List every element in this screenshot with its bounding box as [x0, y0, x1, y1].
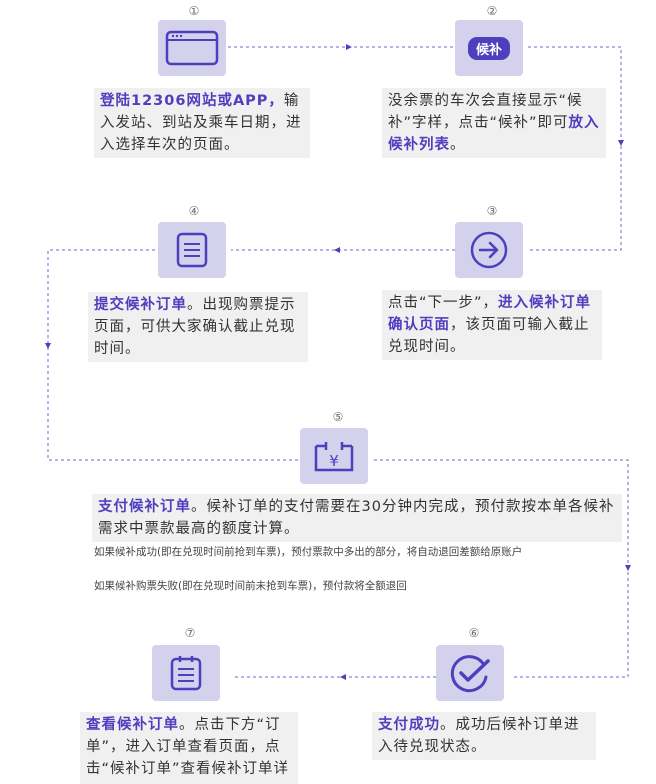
step6-body: 。成功后候补订单进入待兑现状态。 — [378, 717, 580, 755]
step4-number: ④ — [188, 204, 200, 218]
check-circle-icon — [450, 655, 490, 693]
step5-note-failure: 如果候补购票失败(即在兑现时间前未抢到车票)，预付款将全额退回 — [94, 580, 407, 592]
step1-body: 输入发站、到站及乘车日期，进入选择车次的页面。 — [100, 93, 302, 153]
step5-text: 支付候补订单。候补订单的支付需要在30分钟内完成，预付款按本单各候补需求中票款最… — [92, 494, 622, 542]
step4-icon-box — [158, 222, 226, 278]
step2-number: ② — [486, 4, 498, 18]
step6-number: ⑥ — [468, 626, 480, 640]
step7-number: ⑦ — [184, 626, 196, 640]
step4-highlight: 提交候补订单 — [94, 297, 187, 313]
step2-icon-box: 候补 — [455, 20, 523, 76]
waitlist-badge-icon: 候补 — [467, 36, 510, 60]
step2-text: 没余票的车次会直接显示“候补”字样，点击“候补”即可放入候补列表。 — [382, 88, 606, 158]
step2-body-b: 。 — [450, 137, 466, 153]
step3-icon-box — [455, 222, 523, 278]
step1-highlight: 登陆12306网站或APP， — [100, 93, 284, 109]
step7-text: 查看候补订单。点击下方“订单”，进入订单查看页面，点击“候补订单”查看候补订单详 — [80, 712, 298, 784]
step1-icon-box — [158, 20, 226, 76]
step6-icon-box — [436, 645, 504, 701]
step5-icon-box: ¥ — [300, 428, 368, 484]
step3-body-a: 点击“下一步”， — [388, 295, 499, 311]
step3-number: ③ — [486, 204, 498, 218]
step3-highlight: 进入候补订单确认页面 — [388, 295, 592, 333]
step2-highlight: 放入候补列表 — [388, 115, 600, 153]
step3-text: 点击“下一步”，进入候补订单确认页面，该页面可输入截止兑现时间。 — [382, 290, 602, 360]
step4-body: 。出现购票提示页面，可供大家确认截止兑现时间。 — [94, 297, 296, 357]
step7-body: 。点击下方“订单”，进入订单查看页面，点击“候补订单”查看候补订单详 — [86, 717, 290, 777]
list-document-icon — [170, 656, 202, 691]
step4-text: 提交候补订单。出现购票提示页面，可供大家确认截止兑现时间。 — [88, 292, 308, 362]
step5-note-success: 如果候补成功(即在兑现时间前抢到车票)，预付票款中多出的部分，将自动退回差额给原… — [94, 546, 523, 558]
arrow-right-circle-icon — [470, 231, 508, 269]
step5-body: 。候补订单的支付需要在30分钟内完成，预付款按本单各候补需求中票款最高的额度计算… — [98, 499, 615, 537]
browser-window-icon — [165, 30, 219, 66]
step2-body-a: 没余票的车次会直接显示“候补”字样，点击“候补”即可 — [388, 93, 583, 131]
step5-highlight: 支付候补订单 — [98, 499, 191, 515]
step6-highlight: 支付成功 — [378, 717, 440, 733]
yuan-symbol: ¥ — [329, 452, 339, 470]
yuan-payment-icon: ¥ — [314, 442, 354, 472]
step1-text: 登陆12306网站或APP，输入发站、到站及乘车日期，进入选择车次的页面。 — [94, 88, 310, 158]
step7-icon-box — [152, 645, 220, 701]
step1-number: ① — [188, 4, 200, 18]
step3-body-b: ，该页面可输入截止兑现时间。 — [388, 317, 590, 355]
step6-text: 支付成功。成功后候补订单进入待兑现状态。 — [372, 712, 596, 760]
document-icon — [176, 232, 208, 268]
step5-number: ⑤ — [332, 410, 344, 424]
step7-highlight: 查看候补订单 — [86, 717, 179, 733]
